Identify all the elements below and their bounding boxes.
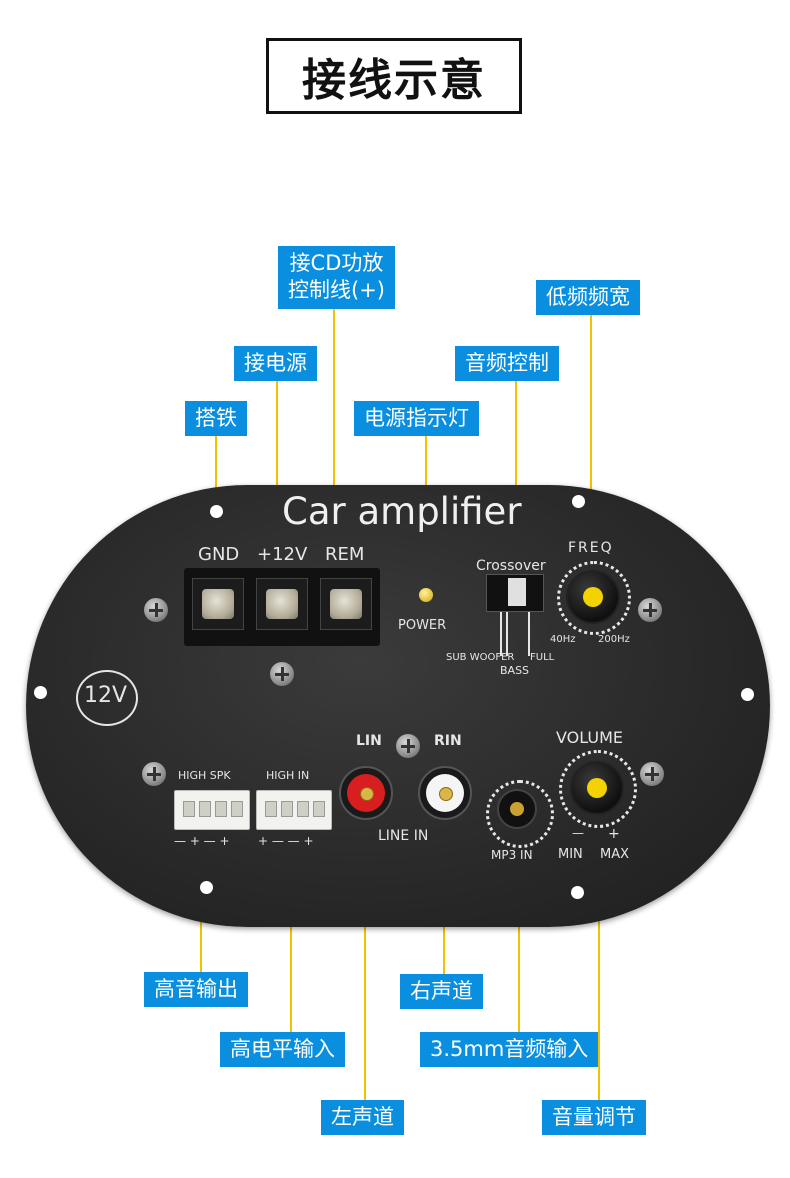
high-spk-connector[interactable] — [174, 790, 250, 830]
terminal-12v[interactable] — [256, 578, 308, 630]
volume-min-label: MIN — [558, 847, 583, 862]
screw-icon — [142, 762, 166, 786]
volume-label: VOLUME — [556, 728, 623, 747]
mount-hole-bottom-right — [571, 886, 584, 899]
callout-volume-adjust: 音量调节 — [542, 1100, 646, 1136]
mp3-in-label: MP3 IN — [491, 848, 533, 862]
screw-icon — [144, 598, 168, 622]
rca-left-input[interactable] — [339, 766, 393, 820]
callout-high-level-in: 高电平输入 — [220, 1032, 345, 1068]
voltage-label: 12V — [84, 683, 128, 708]
brand-label: Car amplifier — [282, 490, 522, 533]
callout-power-in: 接电源 — [234, 346, 317, 382]
high-in-polarity: + — — + — [258, 834, 314, 848]
screw-icon — [640, 762, 664, 786]
mp3-jack-ring — [486, 780, 554, 848]
high-spk-label: HIGH SPK — [178, 769, 231, 782]
subwoofer-label: SUB WOOFER — [446, 652, 515, 663]
crossover-bracket — [500, 612, 502, 656]
callout-cd-control: 接CD功放 控制线(+) — [278, 246, 395, 309]
voltage-badge — [76, 670, 138, 726]
lin-label: LIN — [356, 733, 382, 749]
leader-line-low-freq-width — [590, 310, 592, 595]
leader-line-volume — [598, 790, 600, 1102]
full-label: FULL — [530, 652, 555, 663]
callout-power-indicator: 电源指示灯 — [354, 401, 479, 437]
leader-line-audio-control — [515, 378, 517, 590]
mount-hole-top — [210, 505, 223, 518]
power-terminal-block[interactable] — [184, 568, 380, 646]
high-spk-polarity: — + — + — [174, 834, 230, 848]
crossover-bracket — [506, 612, 508, 656]
terminal-label-rem: REM — [325, 544, 365, 565]
callout-right-channel: 右声道 — [400, 974, 483, 1010]
rca-right-input[interactable] — [418, 766, 472, 820]
mp3-aux-jack[interactable] — [497, 789, 537, 829]
mount-hole-left — [34, 686, 47, 699]
terminal-gnd[interactable] — [192, 578, 244, 630]
rin-label: RIN — [434, 733, 462, 749]
callout-aux-in: 3.5mm音频输入 — [420, 1032, 599, 1068]
mount-hole-bottom-left — [200, 881, 213, 894]
crossover-label: Crossover — [476, 558, 546, 574]
high-in-connector[interactable] — [256, 790, 332, 830]
power-led — [419, 588, 433, 602]
volume-scale — [559, 750, 637, 828]
freq-high-label: 200Hz — [598, 634, 630, 645]
screw-icon — [638, 598, 662, 622]
leader-line-cd-control — [333, 306, 335, 590]
volume-plus: + — [608, 826, 620, 842]
mount-hole-top-right — [572, 495, 585, 508]
high-in-label: HIGH IN — [266, 769, 310, 782]
line-in-label: LINE IN — [378, 828, 429, 844]
power-label: POWER — [398, 618, 447, 633]
callout-low-freq-width: 低频频宽 — [536, 280, 640, 316]
terminal-label-gnd: GND — [198, 544, 240, 565]
volume-minus: — — [572, 826, 584, 840]
freq-low-label: 40Hz — [550, 634, 576, 645]
leader-line-left-channel — [364, 792, 366, 1102]
amplifier-panel — [26, 485, 770, 927]
crossover-bracket — [528, 612, 530, 656]
terminal-label-12v: +12V — [257, 544, 308, 565]
callout-left-channel: 左声道 — [321, 1100, 404, 1136]
freq-knob[interactable] — [566, 570, 620, 624]
bass-label: BASS — [500, 664, 530, 677]
crossover-switch-lever[interactable] — [508, 578, 526, 606]
volume-max-label: MAX — [600, 847, 630, 862]
terminal-rem[interactable] — [320, 578, 372, 630]
callout-high-out: 高音输出 — [144, 972, 248, 1008]
screw-icon — [270, 662, 294, 686]
page-title: 接线示意 — [302, 55, 486, 106]
mount-hole-right — [741, 688, 754, 701]
callout-audio-control: 音频控制 — [455, 346, 559, 382]
freq-label: FREQ — [568, 540, 614, 556]
screw-icon — [396, 734, 420, 758]
freq-scale — [557, 561, 631, 635]
callout-ground: 搭铁 — [185, 401, 247, 437]
leader-line-power-in — [276, 378, 278, 590]
title-box: 接线示意 — [266, 38, 522, 114]
volume-knob[interactable] — [570, 761, 624, 815]
